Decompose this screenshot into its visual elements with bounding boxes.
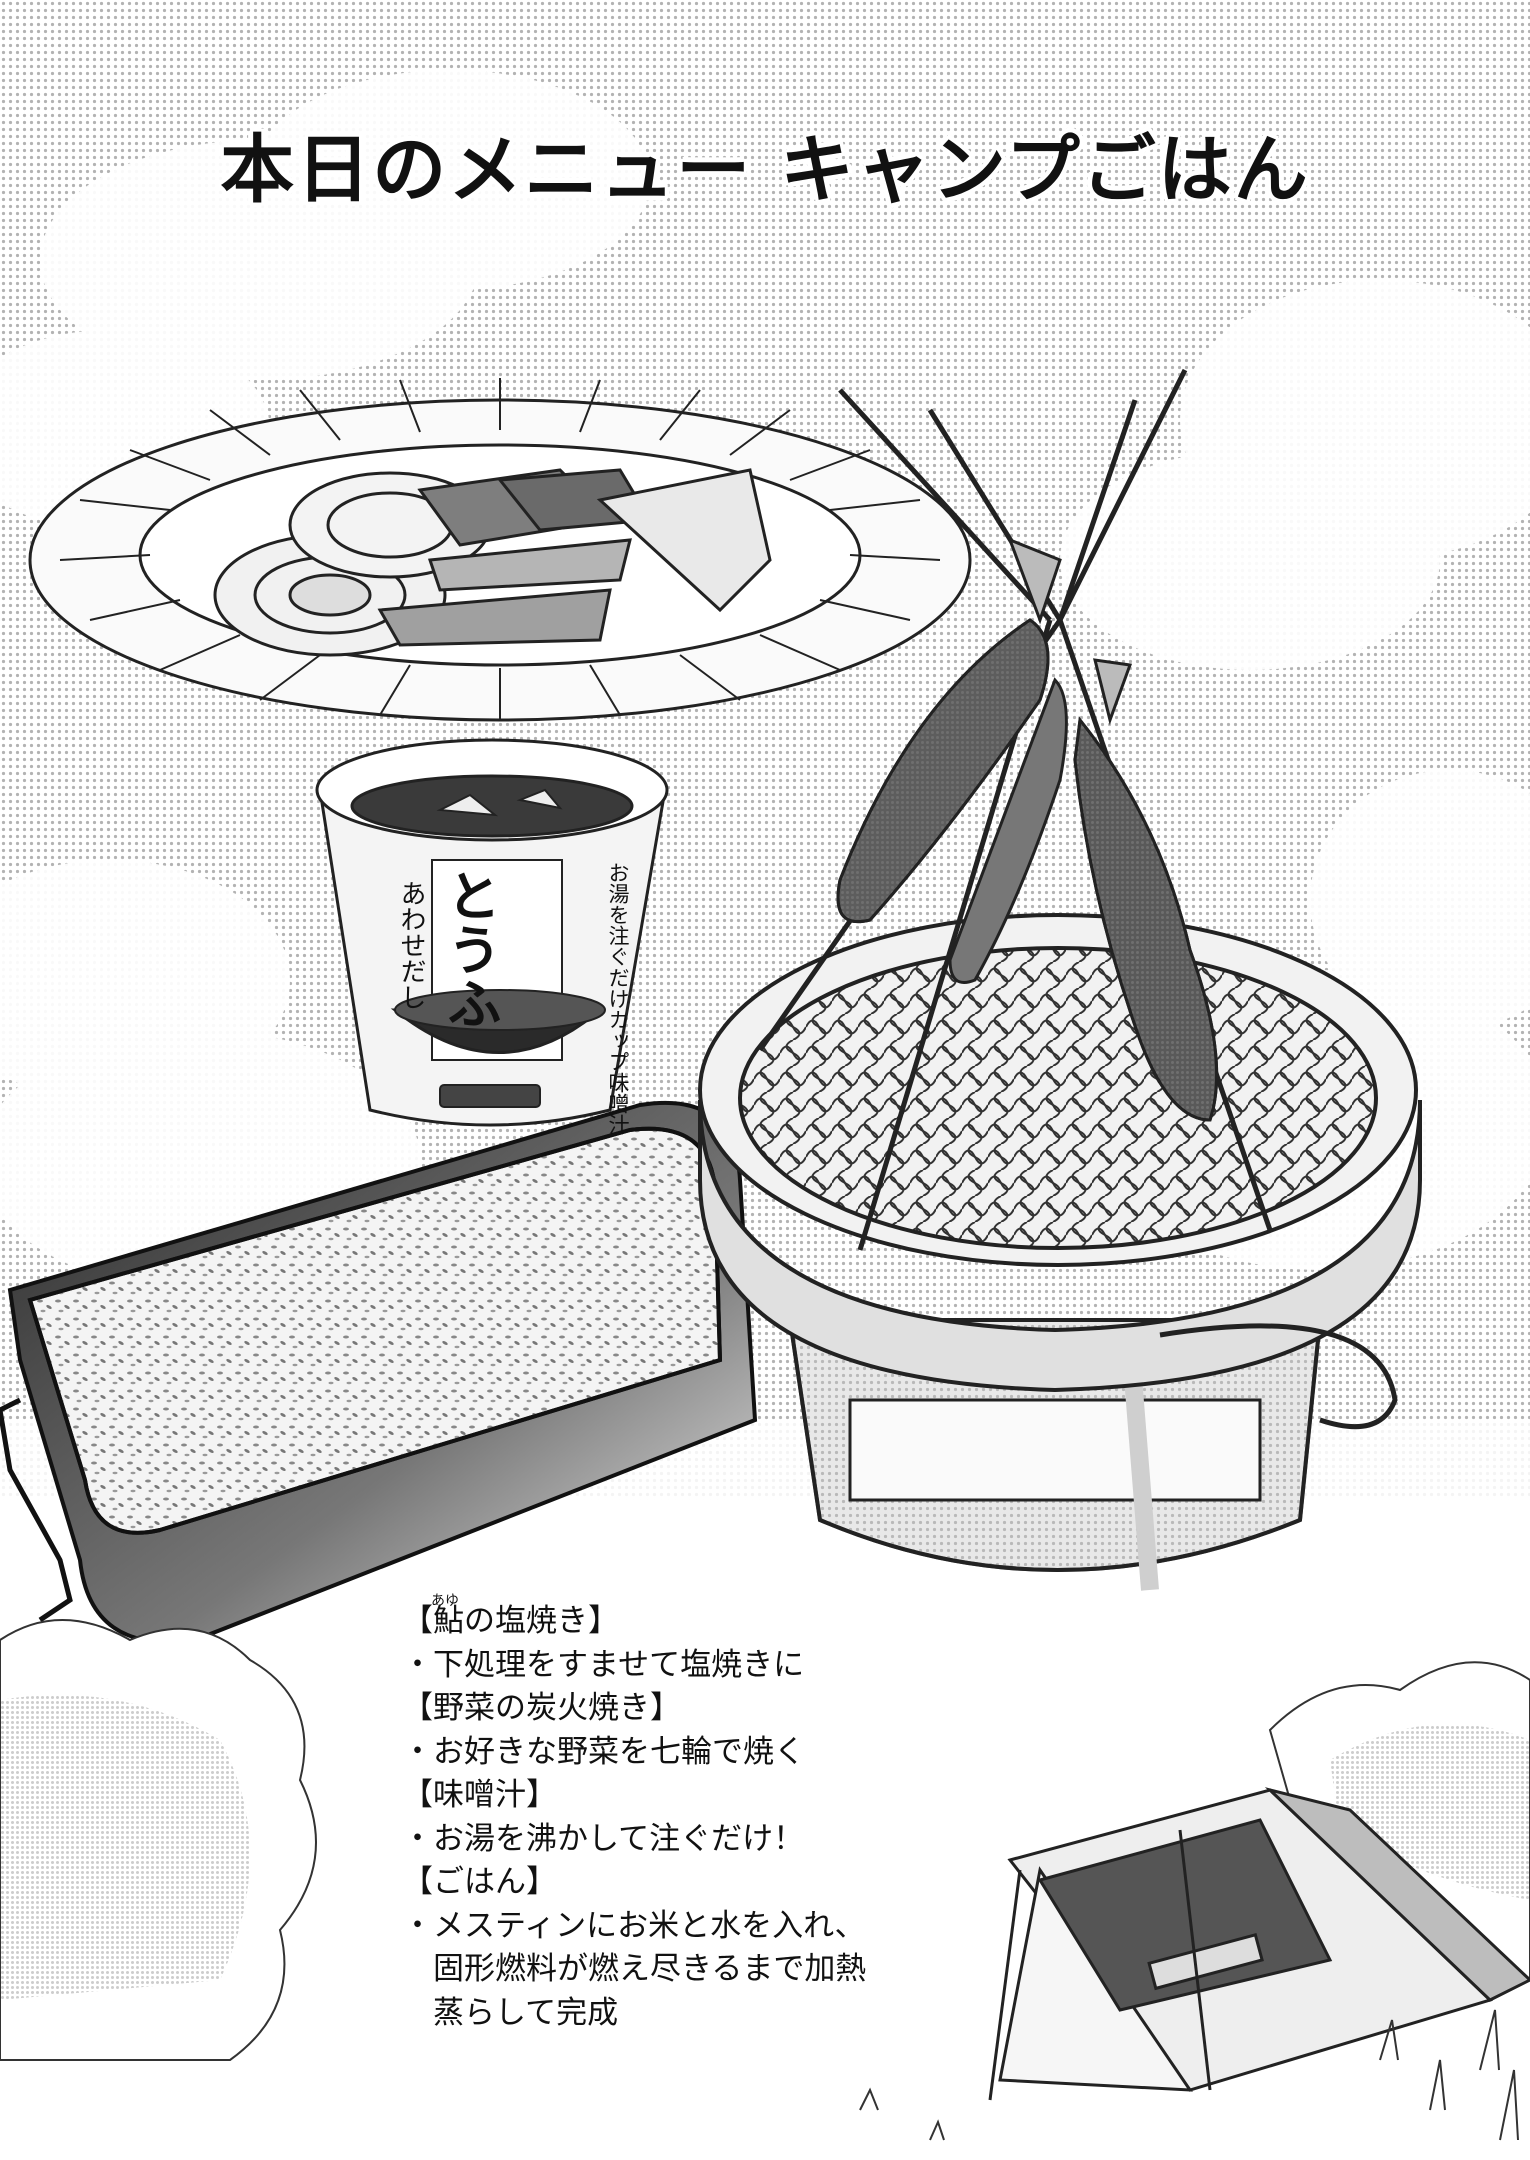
menu-heading-ayu: 【鮎の塩焼き】 [402,1603,619,1639]
menu-item: ・下処理をすませて塩焼きに [402,1646,805,1683]
menu-list: 【鮎の塩焼き】 ・下処理をすませて塩焼きに 【野菜の炭火焼き】 ・お好きな野菜を… [402,1600,962,2035]
menu-heading-miso: 【味噌汁】 [402,1777,557,1813]
menu-item: 固形燃料が燃え尽きるまで加熱 [402,1951,867,1987]
menu-item: ・メスティンにお米と水を入れ、 [402,1907,866,1944]
page-title: 本日のメニュー キャンプごはん [220,127,1310,213]
cup-label-side: あわせだし [396,880,426,1010]
cup-label-main: とうふ [438,868,501,1030]
menu-item: ・お好きな野菜を七輪で焼く [402,1733,805,1770]
cup-label-sub: お湯を注ぐだけカップ味噌汁 [606,862,630,1135]
ruby-ayu: あゆ [431,1593,459,1609]
tent [988,1787,1530,2101]
shichirin-grill [698,913,1422,1591]
menu-item: ・お湯を沸かして注ぐだけ！ [402,1820,805,1857]
grilled-ayu [757,368,1273,1251]
mess-tin [0,1100,758,1645]
plate [28,378,972,722]
miso-cup [315,738,669,1127]
menu-heading-vegetables: 【野菜の炭火焼き】 [402,1690,681,1726]
menu-item: 蒸らして完成 [402,1994,619,2031]
menu-heading-rice: 【ごはん】 [402,1864,557,1900]
